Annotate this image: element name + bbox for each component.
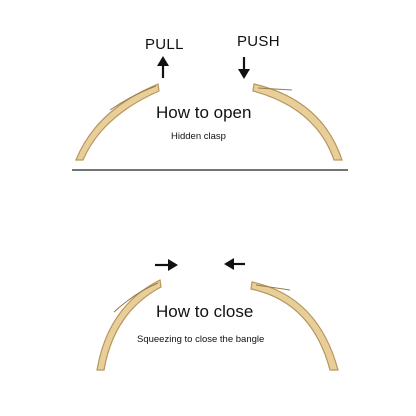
arrow-down-icon — [238, 57, 250, 79]
pull-label: PULL — [145, 36, 184, 53]
close-subtitle: Squeezing to close the bangle — [137, 334, 265, 345]
close-title: How to close — [156, 302, 254, 321]
close-left-bangle-half — [96, 279, 162, 371]
open-right-bangle-half — [252, 83, 343, 161]
open-title: How to open — [156, 103, 252, 122]
arrow-up-icon — [157, 56, 169, 78]
close-right-bangle-half — [250, 281, 339, 371]
push-label: PUSH — [237, 33, 280, 50]
arrow-left-icon — [224, 258, 245, 270]
open-left-bangle-half — [75, 83, 160, 161]
open-subtitle: Hidden clasp — [171, 131, 226, 142]
arrow-right-icon — [155, 259, 178, 271]
